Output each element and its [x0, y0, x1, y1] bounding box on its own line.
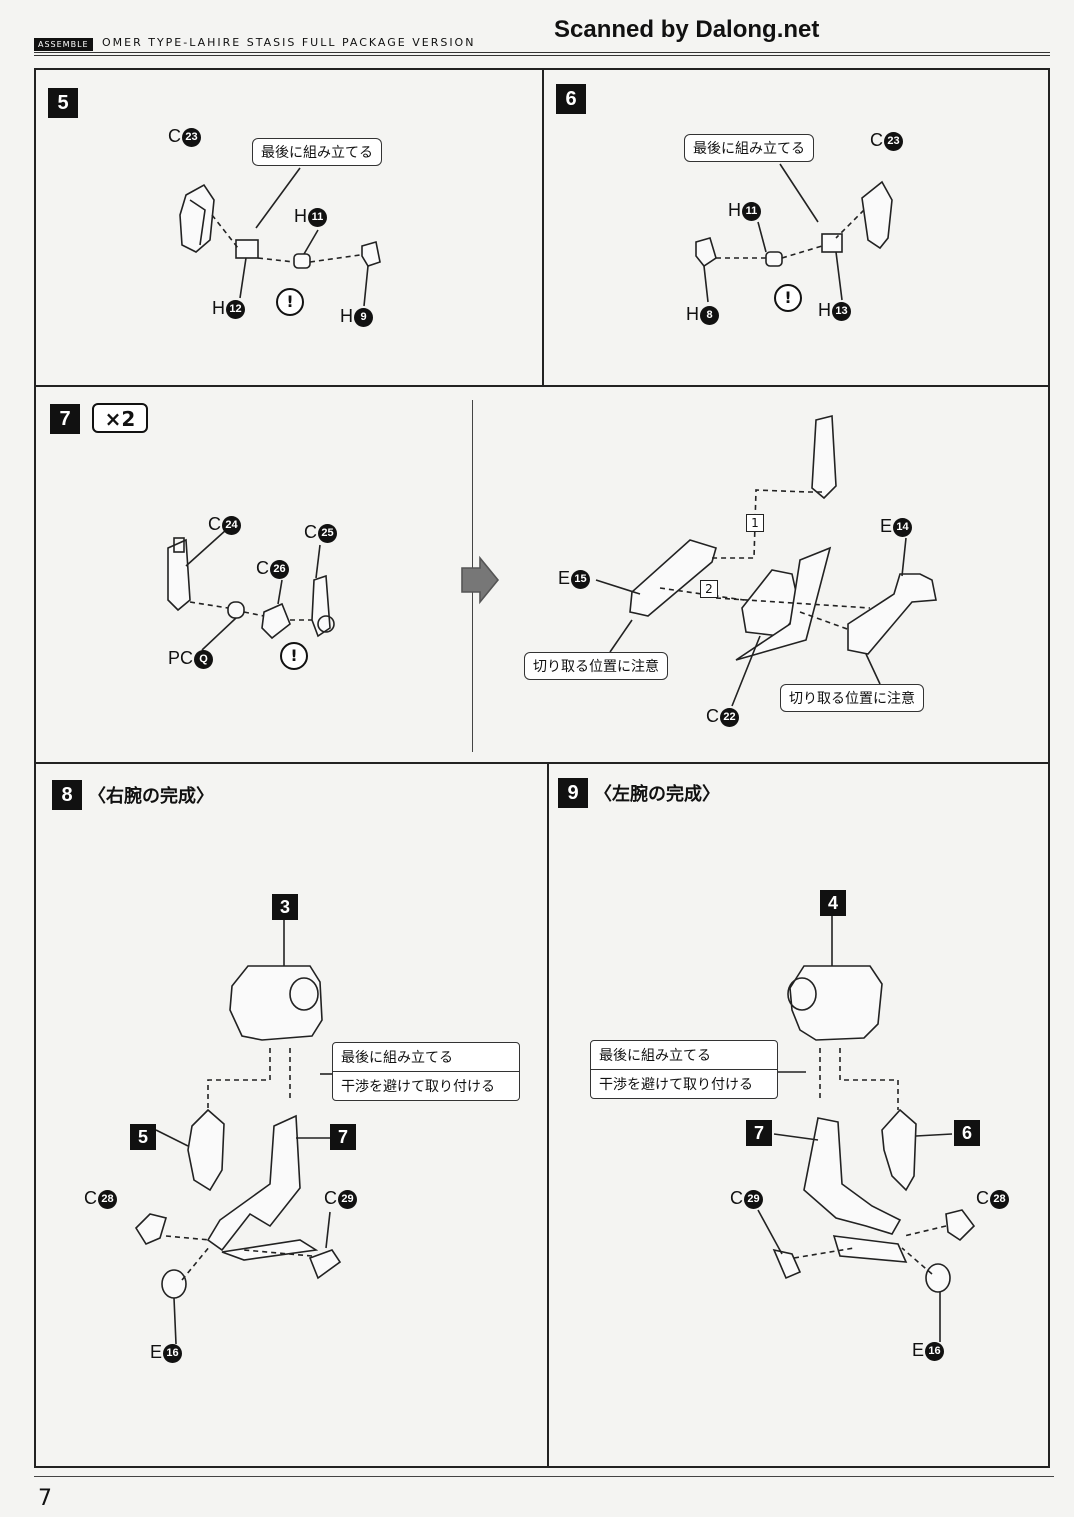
multiplier-badge: ×2 — [92, 403, 148, 433]
note-assemble-last-5: 最後に組み立てる — [252, 138, 382, 166]
warning-icon: ! — [774, 284, 802, 312]
scan-credit: Scanned by Dalong.net — [554, 16, 820, 43]
note-avoid-interference-9: 干渉を避けて取り付ける — [591, 1069, 777, 1098]
note-cut-position-1: 切り取る位置に注意 — [524, 652, 668, 680]
ref-step-3: 3 — [272, 894, 298, 920]
header-rule-2 — [34, 55, 1050, 56]
note-assemble-last-6: 最後に組み立てる — [684, 134, 814, 162]
order-marker-1: 1 — [746, 514, 764, 532]
divider-row2 — [34, 762, 1050, 764]
note-assemble-last-8: 最後に組み立てる — [341, 1050, 453, 1066]
divider-5-6 — [542, 68, 544, 386]
page-header: ASSEMBLE OMER TYPE-LAHIRE STASIS FULL PA… — [34, 16, 1050, 56]
warning-icon: ! — [276, 288, 304, 316]
note-box-9: 最後に組み立てる 干渉を避けて取り付ける — [590, 1040, 778, 1099]
ref-step-7: 7 — [746, 1120, 772, 1146]
order-marker-2: 2 — [700, 580, 718, 598]
ref-step-4: 4 — [820, 890, 846, 916]
divider-row1 — [34, 385, 1050, 387]
ref-step-5: 5 — [130, 1124, 156, 1150]
note-cut-position-2: 切り取る位置に注意 — [780, 684, 924, 712]
kit-title: OMER TYPE-LAHIRE STASIS FULL PACKAGE VER… — [102, 36, 476, 49]
step-7-number: 7 — [50, 404, 80, 434]
step-5-number: 5 — [48, 88, 78, 118]
note-assemble-last-9: 最後に組み立てる — [599, 1048, 711, 1064]
step-6-number: 6 — [556, 84, 586, 114]
assemble-tag: ASSEMBLE — [34, 38, 93, 51]
note-box-8: 最後に組み立てる 干渉を避けて取り付ける — [332, 1042, 520, 1101]
note-avoid-interference-8: 干渉を避けて取り付ける — [333, 1071, 519, 1100]
step-8-title: 〈右腕の完成〉 — [88, 786, 214, 807]
header-rule — [34, 52, 1050, 53]
footer-rule — [34, 1476, 1054, 1477]
step-8-number: 8 — [52, 780, 82, 810]
divider-8-9 — [547, 762, 549, 1468]
step-9-number: 9 — [558, 778, 588, 808]
ref-step-7: 7 — [330, 1124, 356, 1150]
ref-step-6: 6 — [954, 1120, 980, 1146]
warning-icon: ! — [280, 642, 308, 670]
step-9-title: 〈左腕の完成〉 — [594, 784, 720, 805]
page-number: 7 — [38, 1486, 52, 1511]
